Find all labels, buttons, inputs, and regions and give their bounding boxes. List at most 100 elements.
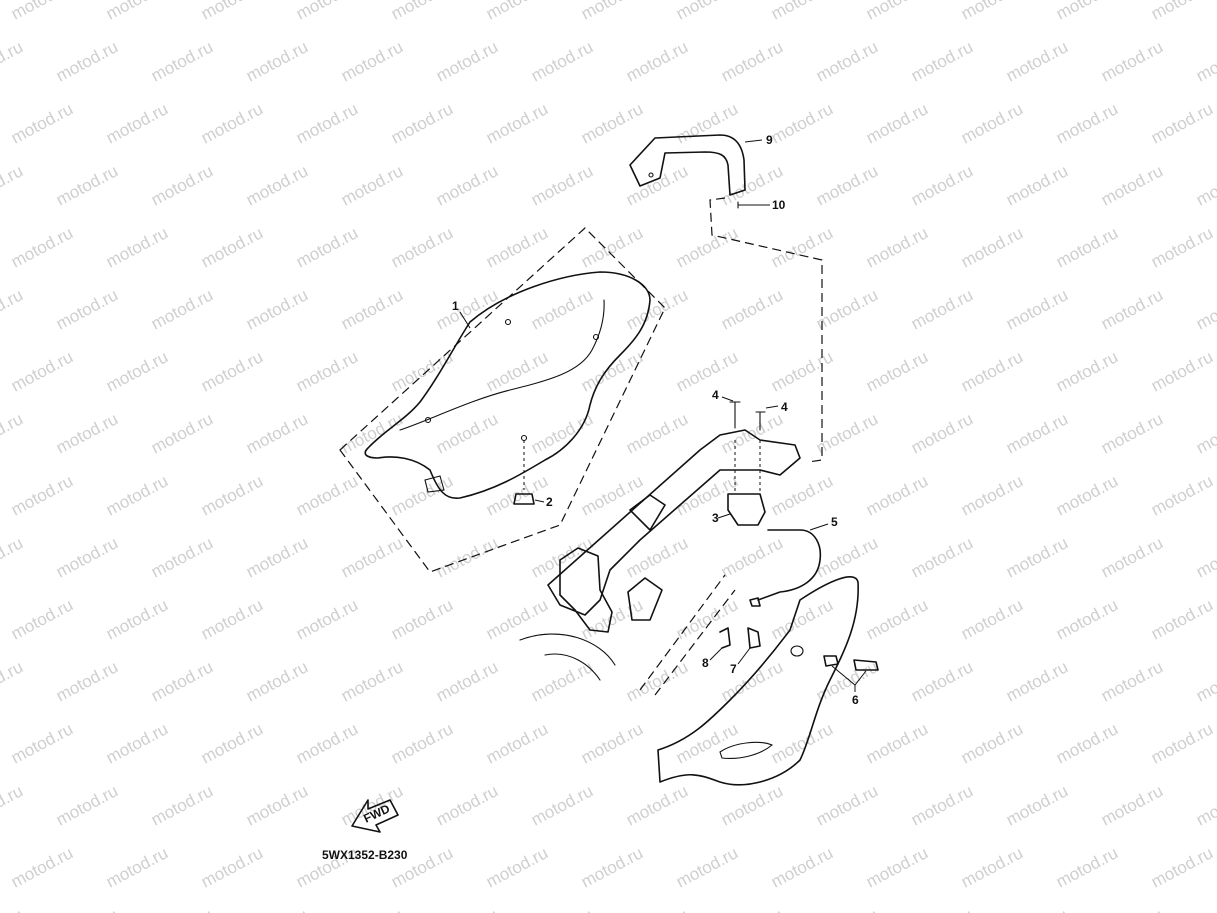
watermark-text: motod.ru <box>338 37 406 85</box>
watermark-text: motod.ru <box>198 99 266 147</box>
watermark-text: motod.ru <box>1193 409 1217 457</box>
callout-8: 8 <box>702 656 709 670</box>
watermark-text: motod.ru <box>433 37 501 85</box>
frame-tab <box>627 577 663 621</box>
watermark-text: motod.ru <box>718 657 786 705</box>
watermark-text: motod.ru <box>1098 533 1166 581</box>
watermark-text: motod.ru <box>243 781 311 829</box>
watermark-text: motod.ru <box>1193 161 1217 209</box>
watermark-text: motod.ru <box>623 161 691 209</box>
watermark-text: motod.ru <box>863 347 931 395</box>
watermark-text: motod.ru <box>673 471 741 519</box>
callout-4b: 4 <box>781 400 788 414</box>
watermark-text: motod.ru <box>863 843 931 891</box>
watermark-text: motod.ru <box>1053 843 1121 891</box>
watermark-text: motod.ru <box>958 347 1026 395</box>
watermark-text: motod.ru <box>388 99 456 147</box>
watermark-text: motod.ru <box>908 37 976 85</box>
watermark-text: motod.ru <box>53 37 121 85</box>
watermark-text: motod.ru <box>0 37 26 85</box>
watermark-text: motod.ru <box>243 905 311 913</box>
watermark-text: motod.ru <box>1148 347 1216 395</box>
lock-axis <box>734 440 761 492</box>
leader-4b <box>765 405 779 409</box>
watermark-text: motod.ru <box>1193 37 1217 85</box>
watermark-text: motod.ru <box>1148 0 1216 24</box>
watermark-text: motod.ru <box>813 409 881 457</box>
watermark-text: motod.ru <box>1003 161 1071 209</box>
watermark-text: motod.ru <box>148 533 216 581</box>
watermark-text: motod.ru <box>1003 37 1071 85</box>
watermark-text: motod.ru <box>1193 905 1217 913</box>
watermark-text: motod.ru <box>908 905 976 913</box>
watermark-text: motod.ru <box>1053 99 1121 147</box>
seat-mount <box>424 475 445 493</box>
bolt-10 <box>737 201 759 209</box>
seat-group <box>339 227 666 573</box>
watermark-text: motod.ru <box>1053 595 1121 643</box>
watermark-text: motod.ru <box>578 843 646 891</box>
watermark-text: motod.ru <box>863 719 931 767</box>
watermark-text: motod.ru <box>1193 657 1217 705</box>
watermark-text: motod.ru <box>243 409 311 457</box>
watermark-text: motod.ru <box>388 719 456 767</box>
watermark-text: motod.ru <box>1148 99 1216 147</box>
watermark-text: motod.ru <box>958 471 1026 519</box>
watermark-text: motod.ru <box>768 99 836 147</box>
grab-bar-part <box>629 134 746 196</box>
watermark-text: motod.ru <box>908 533 976 581</box>
watermark-text: motod.ru <box>293 0 361 24</box>
watermark-text: motod.ru <box>673 347 741 395</box>
watermark-text: motod.ru <box>53 781 121 829</box>
callout-1: 1 <box>452 299 459 313</box>
watermark-text: motod.ru <box>1003 657 1071 705</box>
watermark-text: motod.ru <box>8 0 76 24</box>
diagram-code: 5WX1352-B230 <box>322 848 408 862</box>
callout-9: 9 <box>766 133 773 147</box>
watermark-text: motod.ru <box>813 905 881 913</box>
leader-5 <box>809 523 829 531</box>
watermark-text: motod.ru <box>768 347 836 395</box>
watermark-text: motod.ru <box>813 781 881 829</box>
damper-part <box>513 493 535 505</box>
watermark-text: motod.ru <box>908 285 976 333</box>
watermark-text: motod.ru <box>768 719 836 767</box>
watermark-text: motod.ru <box>1053 471 1121 519</box>
watermark-text: motod.ru <box>483 471 551 519</box>
watermark-text: motod.ru <box>103 347 171 395</box>
watermark-text: motod.ru <box>0 161 26 209</box>
watermark-text: motod.ru <box>433 161 501 209</box>
watermark-text: motod.ru <box>8 719 76 767</box>
watermark-text: motod.ru <box>673 99 741 147</box>
watermark-text: motod.ru <box>863 471 931 519</box>
leader-1 <box>459 311 471 329</box>
watermark-text: motod.ru <box>958 99 1026 147</box>
watermark-text: motod.ru <box>813 657 881 705</box>
seat-hole <box>520 434 528 442</box>
watermark-text: motod.ru <box>148 409 216 457</box>
watermark-text: motod.ru <box>338 533 406 581</box>
frame-tab <box>629 494 666 531</box>
watermark-text: motod.ru <box>483 99 551 147</box>
watermark-text: motod.ru <box>243 161 311 209</box>
watermark-text: motod.ru <box>623 37 691 85</box>
watermark-text: motod.ru <box>0 409 26 457</box>
watermark-text: motod.ru <box>198 719 266 767</box>
watermark-text: motod.ru <box>483 719 551 767</box>
watermark-text: motod.ru <box>528 905 596 913</box>
watermark-text: motod.ru <box>673 0 741 24</box>
watermark-text: motod.ru <box>338 409 406 457</box>
watermark-text: motod.ru <box>718 533 786 581</box>
cable-group <box>749 523 829 607</box>
cable-part <box>757 529 822 601</box>
watermark-text: motod.ru <box>0 285 26 333</box>
callout-10: 10 <box>772 198 786 212</box>
watermark-text: motod.ru <box>528 781 596 829</box>
leader-3 <box>717 513 731 519</box>
leader-8 <box>709 647 723 661</box>
watermark-text: motod.ru <box>578 719 646 767</box>
grab-bar-group <box>629 134 823 463</box>
watermark-text: motod.ru <box>53 161 121 209</box>
